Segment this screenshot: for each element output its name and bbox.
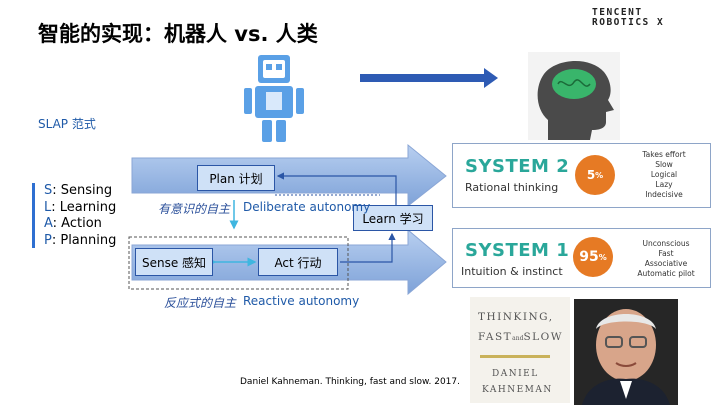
legend-accent-bar <box>32 183 35 248</box>
reactive-autonomy-cn: 反应式的自主 <box>164 296 237 310</box>
system1-title: SYSTEM 1 <box>465 240 570 261</box>
legend-item-planning: P: Planning <box>44 232 117 248</box>
learn-box: Learn 学习 <box>353 205 433 231</box>
book-title-line1: THINKING, <box>478 311 554 323</box>
system1-trait: Fast <box>658 249 674 258</box>
system1-trait: Associative <box>644 259 688 268</box>
page-title: 智能的实现：机器人 vs. 人类 <box>38 22 318 46</box>
slap-label: SLAP 范式 <box>38 117 96 131</box>
system2-percent-badge: 5% <box>575 155 615 195</box>
system2-trait: Takes effort <box>642 150 686 159</box>
system2-trait: Logical <box>650 170 678 179</box>
robot-to-human-arrow <box>360 68 498 88</box>
system1-subtitle: Intuition & instinct <box>461 265 563 278</box>
system1-trait: Automatic pilot <box>637 269 695 278</box>
logo-line-2: ROBOTICS X <box>592 17 665 28</box>
system2-trait: Indecisive <box>645 190 683 199</box>
legend-item-sensing: S: Sensing <box>44 183 113 198</box>
learn-to-plan-line <box>276 172 397 205</box>
plan-box: Plan 计划 <box>197 165 275 191</box>
book-author-first: DANIEL <box>492 369 539 379</box>
system2-traits: Takes effort Slow Logical Lazy Indecisiv… <box>633 150 695 200</box>
deliberate-autonomy-cn: 有意识的自主 <box>158 202 231 216</box>
book-cover-image: THINKING, FASTandSLOW DANIEL KAHNEMAN <box>470 297 570 403</box>
citation: Daniel Kahneman. Thinking, fast and slow… <box>240 377 460 387</box>
slap-legend: S: Sensing L: Learning A: Action P: Plan… <box>44 183 116 249</box>
system2-title: SYSTEM 2 <box>465 156 570 177</box>
act-to-learn-line <box>340 232 396 263</box>
deliberate-autonomy-en: Deliberate autonomy <box>243 200 371 214</box>
reactive-region-outline <box>128 236 349 290</box>
system2-card: SYSTEM 2 Rational thinking 5% Takes effo… <box>452 143 711 208</box>
system2-trait: Lazy <box>655 180 673 189</box>
system1-traits: Unconscious Fast Associative Automatic p… <box>633 239 699 279</box>
system1-percent-badge: 95% <box>573 237 613 277</box>
book-title-line2: FASTandSLOW <box>478 331 564 343</box>
kahneman-portrait-image <box>574 299 678 405</box>
reactive-autonomy-en: Reactive autonomy <box>243 294 360 308</box>
book-author-last: KAHNEMAN <box>482 385 553 395</box>
system1-card: SYSTEM 1 Intuition & instinct 95% Uncons… <box>452 228 711 288</box>
system1-trait: Unconscious <box>642 239 690 248</box>
sense-box: Sense 感知 <box>135 248 213 276</box>
robot-icon <box>244 55 304 142</box>
head-brain-icon <box>528 52 620 140</box>
pencil-icon <box>480 355 550 358</box>
act-box: Act 行动 <box>258 248 338 276</box>
system2-trait: Slow <box>655 160 673 169</box>
legend-item-learning: L: Learning <box>44 199 117 215</box>
legend-item-action: A: Action <box>44 216 102 231</box>
portrait-illustration <box>574 299 678 405</box>
system2-subtitle: Rational thinking <box>465 181 559 194</box>
logo-line-1: TENCENT <box>592 7 643 18</box>
tencent-robotics-logo: TENCENT ROBOTICS X <box>592 8 664 28</box>
